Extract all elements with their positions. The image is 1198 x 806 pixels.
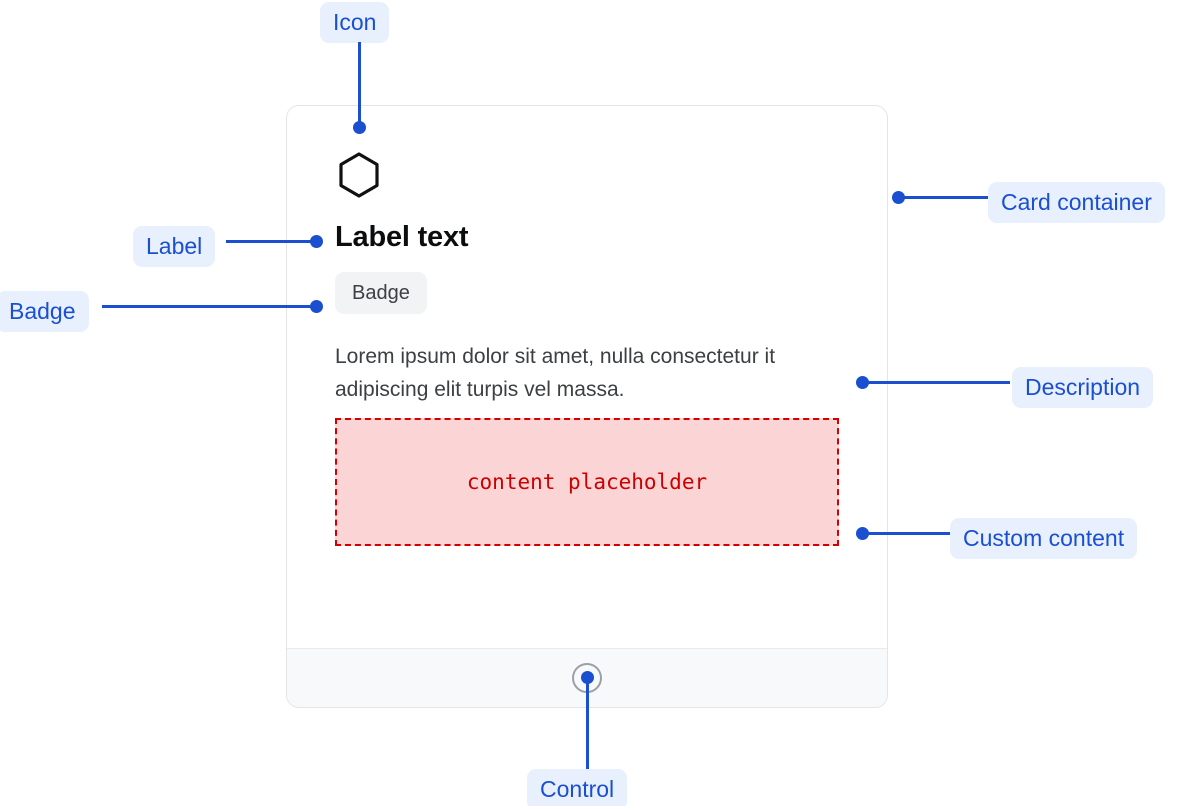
annotation-leader-icon xyxy=(358,42,361,128)
annotation-dot-badge xyxy=(310,300,323,313)
placeholder-label: content placeholder xyxy=(466,470,708,494)
annotation-label-control: Control xyxy=(527,769,628,806)
card-description: Lorem ipsum dolor sit amet, nulla consec… xyxy=(335,345,776,401)
annotation-label-description: Description xyxy=(1012,367,1154,408)
annotation-leader-control xyxy=(586,677,589,770)
annotation-leader-description xyxy=(862,381,1010,384)
card-container[interactable]: Label text Badge Lorem ipsum dolor sit a… xyxy=(286,105,888,708)
annotation-label-badge: Badge xyxy=(0,291,89,332)
annotation-label-icon: Icon xyxy=(320,2,390,43)
annotation-leader-badge xyxy=(102,305,316,308)
annotation-dot-icon xyxy=(353,121,366,134)
annotation-label-label: Label xyxy=(133,226,216,267)
card-title: Label text xyxy=(335,221,469,253)
annotation-label-card-container: Card container xyxy=(988,182,1165,223)
status-badge: Badge xyxy=(335,272,427,314)
card-body: Label text Badge Lorem ipsum dolor sit a… xyxy=(287,106,887,648)
annotation-leader-custom-content xyxy=(862,532,952,535)
custom-content-placeholder: content placeholder xyxy=(335,418,839,546)
annotation-label-custom-content: Custom content xyxy=(950,518,1138,559)
hexagon-icon xyxy=(339,152,379,198)
annotation-dot-label xyxy=(310,235,323,248)
annotation-leader-label xyxy=(226,240,316,243)
annotation-leader-card-container xyxy=(898,196,990,199)
